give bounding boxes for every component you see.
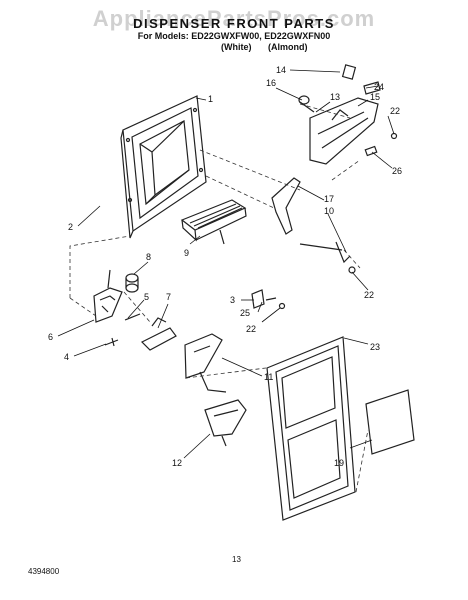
- part-trim-plate: [365, 389, 415, 455]
- part-actuator-arm: [184, 333, 227, 393]
- part-funnel: [204, 399, 247, 447]
- callout-12: 12: [172, 458, 182, 468]
- part-upper-module: [298, 64, 398, 165]
- callout-26: 26: [392, 166, 402, 176]
- callout-19: 19: [334, 458, 344, 468]
- watermark: AppliancePartsPros.com: [92, 6, 376, 31]
- callout-4: 4: [64, 352, 69, 362]
- callout-22-right: 22: [364, 290, 374, 300]
- callout-11: 11: [264, 372, 273, 382]
- part-switch-bracket: [93, 269, 123, 323]
- callout-2: 2: [68, 222, 73, 232]
- callout-13: 13: [330, 92, 340, 102]
- leader-lines: [57, 69, 395, 459]
- page-number: 13: [232, 555, 241, 564]
- models-line: For Models: ED22GWXFW00, ED22GWXFN00: [137, 31, 331, 41]
- callout-23: 23: [370, 342, 380, 352]
- callout-labels: 1 2 3 4 5 6 7 8 9 10 11 12 13 14 15 16 1…: [48, 65, 402, 468]
- callout-24: 24: [374, 82, 384, 92]
- document-number: 4394800: [28, 567, 60, 576]
- color-almond-label: (Almond): [268, 42, 308, 52]
- part-front-panel: [266, 336, 356, 521]
- callout-14: 14: [276, 65, 286, 75]
- callout-22-upper: 22: [390, 106, 400, 116]
- color-white-label: (White): [221, 42, 252, 52]
- callout-1: 1: [208, 94, 213, 104]
- part-small-fasteners: [104, 313, 177, 351]
- part-drip-tray: [180, 199, 247, 245]
- part-middle-clip: [251, 289, 286, 310]
- callout-17: 17: [324, 194, 334, 204]
- callout-6: 6: [48, 332, 53, 342]
- callout-25: 25: [240, 308, 250, 318]
- callout-5: 5: [144, 292, 149, 302]
- page-title: DISPENSER FRONT PARTS: [133, 16, 335, 31]
- callout-9: 9: [184, 248, 189, 258]
- callout-7: 7: [166, 292, 171, 302]
- part-housing-frame: [120, 95, 207, 239]
- assembly-lines: [69, 103, 369, 493]
- callout-22-middle: 22: [246, 324, 256, 334]
- callout-10: 10: [324, 206, 334, 216]
- callout-15: 15: [370, 92, 380, 102]
- callout-8: 8: [146, 252, 151, 262]
- callout-3: 3: [230, 295, 235, 305]
- part-solenoid: [125, 273, 139, 293]
- callout-16: 16: [266, 78, 276, 88]
- part-lever-assembly: [271, 177, 356, 274]
